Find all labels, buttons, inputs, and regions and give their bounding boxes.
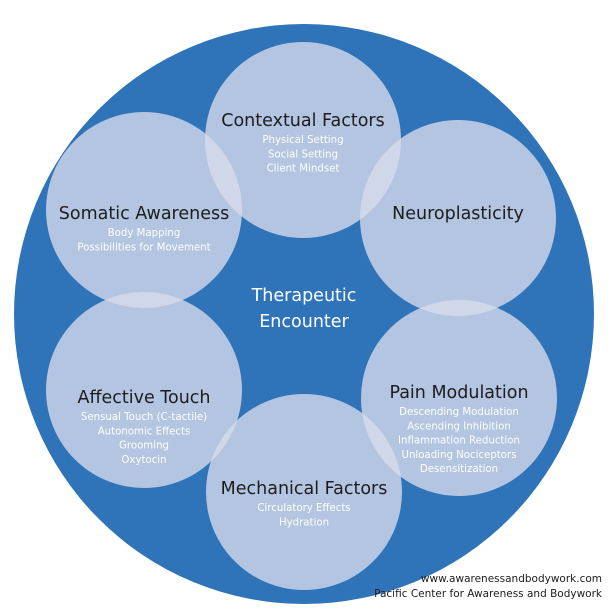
mechanical-factors-item: Hydration <box>279 517 329 528</box>
pain-modulation-item: Unloading Nociceptors <box>401 450 516 461</box>
affective-touch-item: Grooming <box>119 441 169 452</box>
neuroplasticity-circle <box>360 120 556 316</box>
center-line-2: Encounter <box>259 312 349 332</box>
pain-modulation-item: Inflammation Reduction <box>398 436 520 447</box>
mechanical-factors-item: Circulatory Effects <box>257 503 350 514</box>
pain-modulation-title: Pain Modulation <box>389 383 528 403</box>
affective-touch-title: Affective Touch <box>77 388 210 408</box>
somatic-awareness-title: Somatic Awareness <box>59 204 229 224</box>
somatic-awareness-item: Body Mapping <box>108 228 181 239</box>
pain-modulation-item: Ascending Inhibition <box>407 421 511 432</box>
somatic-awareness-circle <box>46 112 242 308</box>
pain-modulation-item: Desensitization <box>420 464 498 475</box>
contextual-factors-title: Contextual Factors <box>221 111 384 131</box>
footer-organization: Pacific Center for Awareness and Bodywor… <box>374 588 602 600</box>
neuroplasticity-title: Neuroplasticity <box>392 204 524 224</box>
footer-website: www.awarenessandbodywork.com <box>420 573 602 585</box>
center-label: Therapeutic Encounter <box>251 286 357 332</box>
pain-modulation-item: Descending Modulation <box>399 407 519 418</box>
affective-touch-item: Oxytocin <box>121 455 166 466</box>
somatic-awareness-item: Possibilities for Movement <box>77 242 210 253</box>
mechanical-factors-title: Mechanical Factors <box>221 479 388 499</box>
contextual-factors-item: Social Setting <box>268 149 338 160</box>
contextual-factors-item: Client Mindset <box>267 164 340 175</box>
affective-touch-circle <box>46 292 242 488</box>
contextual-factors-item: Physical Setting <box>262 135 343 146</box>
satellite-circles <box>46 42 557 590</box>
affective-touch-item: Sensual Touch (C-tactile) <box>81 412 207 423</box>
pain-modulation-circle <box>361 300 557 496</box>
contextual-factors-circle <box>205 42 401 238</box>
affective-touch-item: Autonomic Effects <box>98 426 191 437</box>
center-line-1: Therapeutic <box>251 286 357 306</box>
mechanical-factors-circle <box>206 394 402 590</box>
